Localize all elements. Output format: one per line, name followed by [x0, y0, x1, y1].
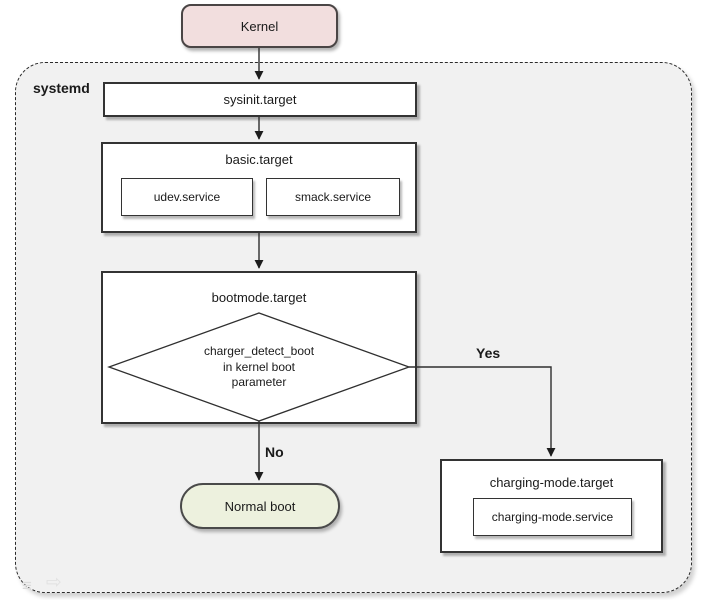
node-bootmode-label: bootmode.target [211, 290, 307, 305]
node-basic-label: basic.target [225, 152, 293, 167]
list-icon: ≡ [22, 576, 32, 595]
node-smack-service: smack.service [266, 178, 400, 216]
node-normal-boot-label: Normal boot [224, 498, 296, 514]
decision-line-3: parameter [231, 375, 287, 389]
node-kernel: Kernel [181, 4, 338, 48]
node-charging-mode-service: charging-mode.service [473, 498, 632, 536]
node-smack-label: smack.service [294, 190, 371, 204]
node-normal-boot: Normal boot [180, 483, 340, 529]
node-charging-mode-target: charging-mode.target charging-mode.servi… [440, 459, 663, 553]
node-charging-service-label: charging-mode.service [491, 510, 614, 524]
node-charging-target-label: charging-mode.target [489, 475, 614, 490]
node-udev-label: udev.service [153, 190, 221, 204]
node-udev-service: udev.service [121, 178, 253, 216]
edge-label-yes: Yes [476, 345, 501, 361]
arrow-right-icon: ⇨ [46, 572, 62, 593]
decision-condition-text: charger_detect_boot in kernel boot param… [149, 344, 369, 391]
edge-label-no: No [265, 444, 284, 460]
decision-line-2: in kernel boot [222, 359, 296, 374]
node-sysinit-label: sysinit.target [223, 92, 297, 107]
node-basic-target: basic.target udev.service smack.service [101, 142, 417, 233]
systemd-group-label: systemd [33, 80, 90, 96]
node-kernel-label: Kernel [240, 18, 279, 34]
node-sysinit-target: sysinit.target [103, 82, 417, 117]
decision-line-1: charger_detect_boot [203, 344, 315, 358]
